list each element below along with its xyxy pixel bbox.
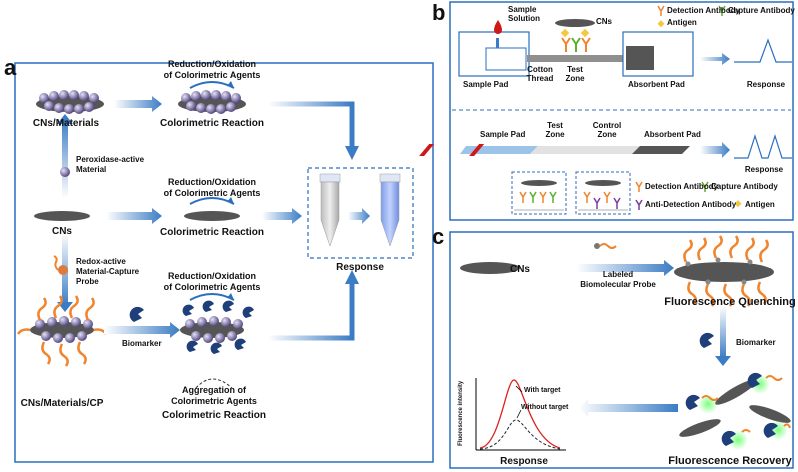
- sample-pad-label: Sample Pad: [463, 80, 509, 89]
- reduction-line2-1: of Colorimetric Agents: [163, 70, 261, 80]
- panel-c-letter: c: [432, 224, 445, 249]
- biomarker-a-label: Biomarker: [122, 339, 162, 348]
- aggregation-line1: Aggregation of: [182, 385, 246, 395]
- response-c-label: Response: [500, 456, 548, 467]
- response-b1-label: Response: [746, 80, 786, 89]
- cns-sheet-b: [555, 19, 595, 27]
- legend-capture: Capture Antibody: [728, 6, 795, 15]
- tube-blue: [379, 173, 401, 247]
- labeled-line2: Biomolecular Probe: [580, 280, 656, 289]
- strip-test-zone-line2: Zone: [545, 130, 565, 139]
- sample-solution-line2: Solution: [508, 14, 540, 23]
- with-target-label: With target: [524, 387, 561, 394]
- test-zone-line2: Zone: [565, 74, 585, 83]
- reduction-line1-1: Reduction/Oxidation: [167, 59, 257, 69]
- colorimetric-sheet-2: [184, 197, 240, 221]
- sample-pad-box: [458, 31, 530, 77]
- legend2-detection: Detection Antibody: [645, 182, 719, 191]
- reduction-line1-2: Reduction/Oxidation: [167, 177, 257, 187]
- response-a-label: Response: [336, 262, 384, 273]
- response-peak-2: [734, 134, 792, 159]
- cns-b-label: CNs: [596, 17, 613, 26]
- redox-line2: Material-Capture: [76, 267, 140, 276]
- arrow-a-bottom-to-response: [268, 282, 355, 341]
- absorbent-pad-box: [622, 31, 694, 77]
- arrow-a-row1: [114, 96, 162, 112]
- aggregation-line2: Colorimetric Agents: [171, 396, 257, 406]
- fluorescence-quenching-label: Fluorescence Quenching: [664, 296, 796, 308]
- legend2-antigen: Antigen: [745, 200, 775, 209]
- labeled-line1: Labeled: [602, 270, 634, 279]
- strip-absorbent-pad-label: Absorbent Pad: [644, 130, 701, 139]
- legend-detection: Detection Antibody: [667, 6, 741, 15]
- strip-test-zone-line1: Test: [547, 121, 563, 130]
- redox-probe-icon: [53, 255, 68, 275]
- strip-control-line: [469, 144, 485, 156]
- tube-gray: [319, 173, 341, 247]
- arrow-a-top-to-response: [268, 101, 355, 148]
- peroxidase-line1: Peroxidase-active: [76, 155, 145, 164]
- cns-materials-cp-label: CNs/Materials/CP: [20, 398, 104, 409]
- aggregation-illustration: [180, 293, 254, 389]
- fluorescence-ylabel: Fluorescence intensity: [458, 380, 465, 446]
- test-zone-zoom: [511, 171, 567, 215]
- response-b2-label: Response: [744, 165, 784, 174]
- response-box-a: [307, 167, 414, 259]
- strip-control-zone-line2: Zone: [597, 130, 617, 139]
- without-target-label: Without target: [521, 404, 569, 411]
- strip-sample-pad-label: Sample Pad: [480, 130, 526, 139]
- quenching-illustration: [674, 235, 774, 307]
- test-zone-antibodies: [560, 28, 591, 52]
- strip-test-line: [419, 144, 435, 156]
- peroxidase-line2: Material: [76, 165, 107, 174]
- colorimetric-reaction-3: Colorimetric Reaction: [162, 410, 266, 421]
- peroxidase-ball-icon: [60, 167, 70, 177]
- biomarker-c-label: Biomarker: [736, 338, 776, 347]
- sample-drop-icon: [494, 20, 502, 34]
- cotton-thread: [527, 55, 623, 62]
- cns-materials-illustration: [36, 90, 104, 114]
- biomarker-icon-c: [699, 332, 714, 348]
- colorimetric-sheet-1: [178, 81, 246, 114]
- test-zone-line1: Test: [567, 65, 583, 74]
- panel-a-frame: [14, 62, 434, 463]
- strip-sample-pad: [460, 146, 538, 154]
- reduction-line2-2: of Colorimetric Agents: [163, 188, 261, 198]
- strip-control-zone-line1: Control: [592, 121, 622, 130]
- legend2-capture: Capture Antibody: [711, 182, 778, 191]
- labeled-probe-icon: [594, 243, 617, 249]
- legend2-anti: Anti-Detection Antibody: [645, 200, 737, 209]
- reduction-line2-3: of Colorimetric Agents: [163, 282, 261, 292]
- panel-b-frame: [449, 1, 794, 221]
- cns-materials-label: CNs/Materials: [32, 118, 100, 129]
- panel-c-frame: [449, 231, 794, 469]
- legend-antigen: Antigen: [667, 18, 697, 27]
- cns-materials-cp-illustration: [16, 295, 108, 367]
- cns-label: CNs: [51, 226, 73, 237]
- colorimetric-reaction-1: Colorimetric Reaction: [160, 118, 264, 129]
- cotton-thread-line1: Cotton: [527, 65, 553, 74]
- colorimetric-reaction-2: Colorimetric Reaction: [160, 227, 264, 238]
- sample-solution-line1: Sample: [508, 5, 537, 14]
- cns-sheet-c: [460, 262, 520, 274]
- fluorescence-plot: [475, 378, 566, 451]
- panel-b-letter: b: [432, 0, 446, 25]
- absorbent-pad-label: Absorbent Pad: [628, 80, 685, 89]
- redox-line3: Probe: [76, 277, 99, 286]
- biomarker-icon-a: [129, 306, 144, 322]
- curve-with-target: [479, 379, 561, 449]
- panel-a-letter: a: [4, 55, 17, 80]
- redox-line1: Redox-active: [76, 257, 126, 266]
- fluorescence-recovery-label: Fluorescence Recovery: [668, 455, 792, 467]
- strip-absorbent-pad: [632, 146, 690, 154]
- recovery-illustration: [679, 372, 791, 450]
- cns-c-label: CNs: [509, 264, 531, 275]
- curve-without-target: [479, 419, 561, 450]
- reduction-line1-3: Reduction/Oxidation: [167, 271, 257, 281]
- response-peak-1: [734, 38, 792, 63]
- cns-sheet: [34, 211, 90, 221]
- cotton-thread-line2: Thread: [526, 74, 554, 83]
